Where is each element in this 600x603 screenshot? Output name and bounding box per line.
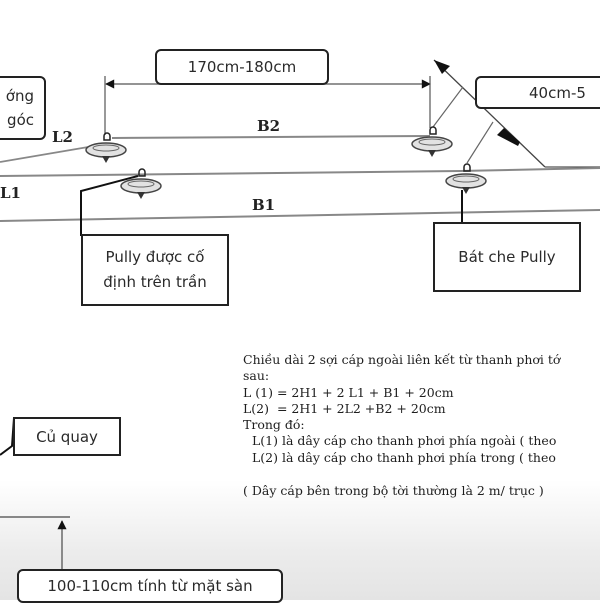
callout-pulley-cover: Bát che Pully — [433, 222, 581, 292]
pulley-icon — [411, 126, 453, 157]
callout-crank-text: Củ quay — [36, 427, 98, 446]
arrow-head-top — [434, 60, 450, 74]
callout-leader-crank — [0, 417, 15, 456]
note-line2: sau: — [243, 368, 270, 384]
span-label-170-180: 170cm-180cm — [155, 49, 329, 85]
cable-length-notes: Chiều dài 2 sợi cáp ngoài liên kết từ th… — [243, 352, 600, 499]
callout-crank: Củ quay — [13, 417, 121, 456]
note-def2: L(2) là dây cáp cho thanh phơi phía tron… — [252, 449, 556, 465]
note-formula1: L (1) = 2H1 + 2 L1 + B1 + 20cm — [243, 384, 454, 400]
pulley-icon — [85, 132, 127, 163]
callout-pulley-cover-text: Bát che Pully — [458, 248, 556, 266]
span-label-40-50-text: 40cm-5 — [529, 83, 586, 102]
span-label-170-180-text: 170cm-180cm — [187, 58, 297, 76]
note-formula2: L(2) = 2H1 + 2L2 +B2 + 20cm — [243, 400, 446, 416]
note-def1: L(1) là dây cáp cho thanh phơi phía ngoà… — [252, 433, 557, 449]
cable-b2 — [111, 135, 431, 139]
label-l2: L2 — [52, 128, 73, 146]
note-footnote: ( Dây cáp bên trong bộ tời thường là 2 m… — [243, 483, 544, 499]
callout-top-left-line1: ớng — [5, 87, 34, 105]
callout-pulley-fixed-line1: Pully được cố — [105, 248, 205, 266]
pulley-link-upper — [432, 86, 464, 128]
callout-top-left-line2: góc — [7, 111, 34, 129]
arrow-head-bottom — [497, 128, 520, 146]
note-where: Trong đó: — [243, 417, 305, 433]
callout-top-left: ớng góc — [0, 76, 46, 140]
label-l1: L1 — [0, 184, 21, 202]
cable-right-upper — [459, 167, 600, 172]
label-b2: B2 — [257, 117, 281, 135]
label-b1: B1 — [252, 196, 276, 214]
callout-pulley-fixed-line2: định trên trần — [103, 273, 207, 291]
dimension-line-40 — [433, 59, 546, 168]
pulley-icon — [120, 168, 162, 199]
pulley-link-lower — [466, 121, 494, 164]
note-line1: Chiều dài 2 sợi cáp ngoài liên kết từ th… — [243, 352, 561, 367]
callout-leader-pulley-fixed — [80, 175, 139, 236]
span-label-40-50: 40cm-5 — [475, 76, 600, 109]
callout-height-floor-text: 100-110cm tính từ mặt sàn — [47, 577, 253, 595]
cable-b1 — [0, 209, 600, 222]
cable-l2 — [0, 144, 101, 163]
callout-pulley-fixed: Pully được cố định trên trần — [81, 234, 229, 306]
pulley-icon — [445, 163, 487, 194]
cable-upper-l1 — [0, 170, 461, 177]
callout-height-floor: 100-110cm tính từ mặt sàn — [17, 569, 283, 603]
